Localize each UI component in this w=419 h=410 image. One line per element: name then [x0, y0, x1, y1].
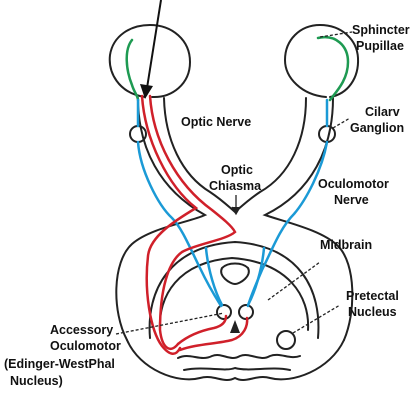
brainstem-wave [177, 353, 301, 359]
left-sphincter-path [125, 38, 140, 102]
label-chiasma-2: Chiasma [209, 179, 262, 193]
oculomotor-pathways [136, 98, 329, 308]
brainstem-lower-line [183, 366, 291, 371]
label-accessory-4: Nucleus) [10, 374, 63, 388]
label-ciliary-2: Ganglion [350, 121, 404, 135]
left-oculomotor-path [136, 98, 223, 308]
aqueduct [220, 262, 250, 286]
label-midbrain: Midbrain [320, 238, 372, 252]
brainstem-bottom [126, 339, 345, 381]
pupil-pathways [125, 35, 350, 102]
red-optic-path-inner [148, 94, 237, 350]
right-center-blue [246, 246, 266, 307]
pretectal-nucleus [276, 330, 296, 350]
afferent-pathway [140, 94, 249, 355]
red-to-nucleus-2 [178, 316, 249, 352]
labels: Sphincter Pupillae Cilarv Ganglion Optic… [4, 23, 410, 388]
label-accessory-1: Accessory [50, 323, 113, 337]
pretectal-leader [292, 304, 341, 334]
chiasma-leader-arrow [231, 206, 241, 216]
midbrain-leader [267, 261, 321, 301]
red-to-nucleus [176, 314, 228, 346]
label-sphincter-1: Sphincter [352, 23, 410, 37]
sphincter-leader [319, 31, 353, 38]
leader-lines [115, 31, 353, 335]
ciliary-leader [332, 117, 351, 129]
label-chiasma-1: Optic [221, 163, 253, 177]
label-oculomotor-1: Oculomotor [318, 177, 389, 191]
light-arrow [140, 0, 162, 99]
midbrain-inner-arch-2 [158, 256, 310, 331]
left-eyeball [108, 23, 192, 99]
midline-wedge [230, 320, 240, 333]
right-ew-nucleus [238, 304, 254, 320]
left-center-blue [204, 246, 224, 307]
accessory-leader [115, 312, 225, 335]
label-pretectal-1: Pretectal [346, 289, 399, 303]
right-sphincter-path [316, 35, 350, 102]
right-eyeball [283, 23, 360, 98]
label-sphincter-2: Pupillae [356, 39, 404, 53]
midbrain-inner-arch [148, 240, 320, 339]
label-accessory-2: Oculomotor [50, 339, 121, 353]
optic-nerve-outline-right [262, 97, 354, 341]
red-optic-path-outer [140, 94, 199, 355]
light-arrow-shaft [146, 0, 162, 89]
left-ciliary-ganglion [129, 125, 147, 143]
label-pretectal-2: Nucleus [348, 305, 397, 319]
label-optic-nerve: Optic Nerve [181, 115, 251, 129]
label-accessory-3: (Edinger-WestPhal [4, 357, 115, 371]
label-oculomotor-2: Nerve [334, 193, 369, 207]
light-arrow-head [140, 84, 153, 99]
label-ciliary-1: Cilarv [365, 105, 400, 119]
left-ew-nucleus [216, 304, 232, 320]
